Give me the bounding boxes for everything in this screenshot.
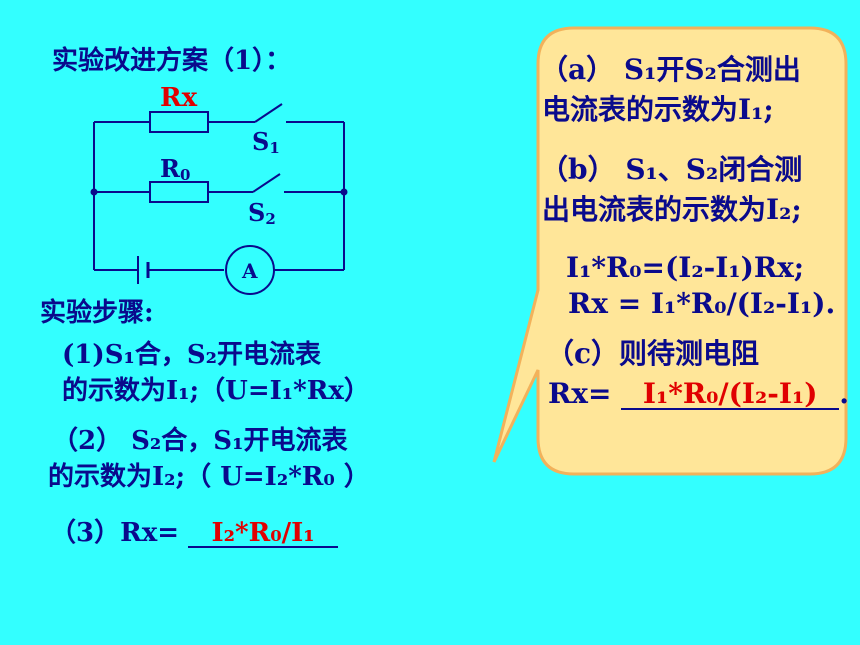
label-r0-sub: 0 — [180, 166, 190, 184]
label-s1: S1 — [252, 127, 280, 157]
label-ammeter: A — [241, 259, 258, 283]
callout-c-suffix: . — [839, 377, 849, 410]
callout-shape — [492, 26, 848, 476]
page-title: 实验改进方案（1）： — [52, 46, 292, 76]
callout-c-prefix: Rx= — [548, 377, 612, 410]
callout-b-line1: （b） S₁、S₂闭合测 — [540, 153, 803, 186]
switch-s2 — [252, 173, 281, 193]
circuit-diagram: Rx R0 S1 S2 A — [90, 83, 348, 295]
label-r0: R0 — [160, 154, 190, 184]
callout-b-line2: 出电流表的示数为I₂; — [542, 193, 802, 226]
step3-prefix: （3）Rx= — [50, 518, 179, 548]
step1-line1: (1)S₁合，S₂开电流表 — [62, 340, 322, 370]
callout-eq1: I₁*R₀=(I₂-I₁)Rx; — [566, 251, 805, 284]
callout-a-line1: （a） S₁开S₂合测出 — [540, 53, 801, 86]
step3: （3）Rx= I₂*R₀/I₁ — [50, 518, 339, 548]
label-s2-main: S — [248, 198, 265, 227]
junction-left — [90, 188, 98, 196]
step2-line1: （2） S₂合，S₁开电流表 — [52, 426, 348, 456]
label-s1-main: S — [252, 127, 269, 156]
step1-line2: 的示数为I₁;（U=I₁*Rx） — [62, 376, 370, 406]
label-s1-sub: 1 — [269, 139, 279, 157]
callout-eq2: Rx = I₁*R₀/(I₂-I₁). — [568, 287, 836, 320]
callout-c-answer: I₁*R₀/(I₂-I₁) — [621, 380, 840, 410]
step3-answer: I₂*R₀/I₁ — [188, 520, 339, 548]
label-s2-sub: 2 — [265, 210, 275, 228]
callout-a-line2: 电流表的示数为I₁; — [542, 93, 774, 126]
label-r0-main: R — [160, 154, 181, 183]
steps-title: 实验步骤: — [40, 298, 154, 328]
callout-c-answer-line: Rx= I₁*R₀/(I₂-I₁). — [548, 380, 849, 410]
step2-line2: 的示数为I₂;（ U=I₂*R₀ ） — [48, 462, 370, 492]
junction-right — [340, 188, 348, 196]
label-rx: Rx — [160, 83, 198, 113]
callout-c-line1: （c）则待测电阻 — [546, 337, 760, 370]
switch-s1 — [254, 103, 283, 123]
label-s2: S2 — [248, 198, 276, 228]
